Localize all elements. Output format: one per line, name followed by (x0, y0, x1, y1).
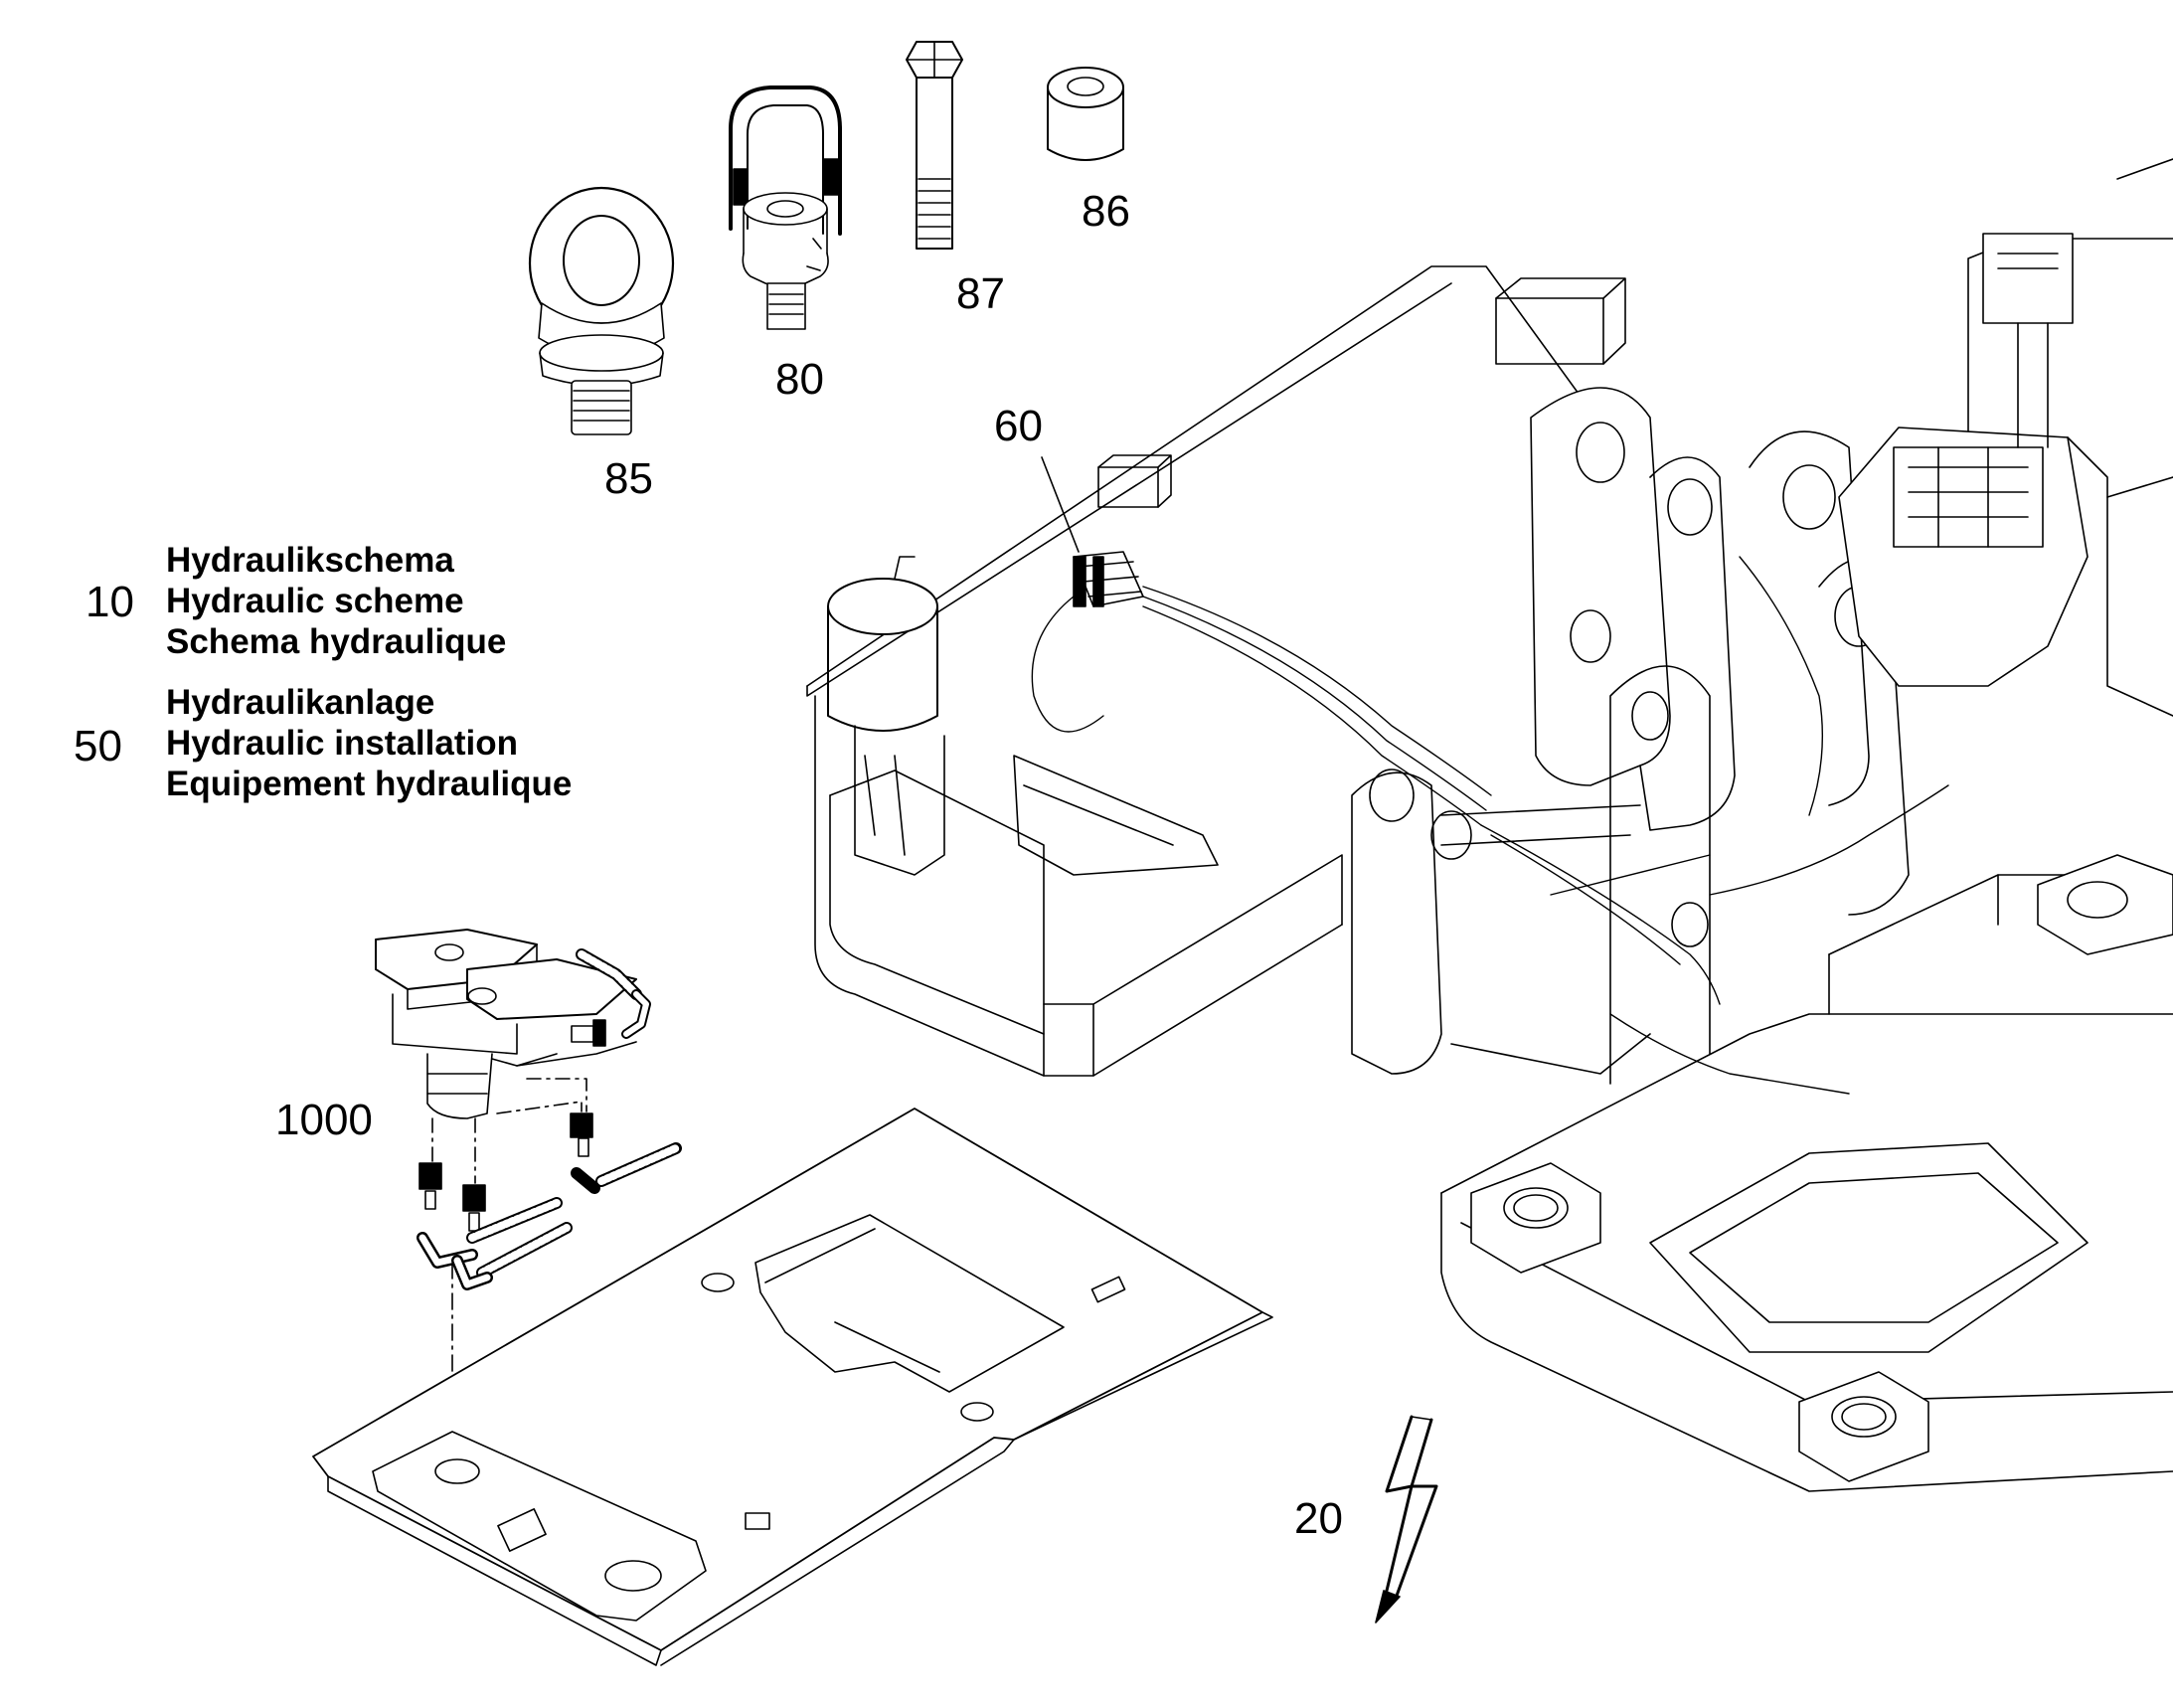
hub-bottom (1799, 1372, 1928, 1481)
legend-50-line-de: Hydraulikanlage (166, 683, 435, 722)
spacer-86 (1048, 68, 1123, 160)
frame-hoses (1032, 557, 1948, 1094)
floor-plate (313, 1109, 1272, 1665)
eye-bolt-85 (530, 188, 673, 434)
part-number-60: 60 (994, 402, 1043, 450)
part-number-80: 80 (775, 355, 824, 404)
part-number-85: 85 (604, 454, 653, 503)
main-frame (807, 159, 2173, 1491)
valve-bank-60 (1074, 552, 1143, 606)
leader-60 (1042, 457, 1079, 552)
control-valve-block (1894, 234, 2073, 547)
lightning-arrow-20 (1376, 1417, 1436, 1623)
legend-10-line-fr: Schema hydraulique (166, 622, 507, 661)
legend-number-50: 50 (74, 722, 122, 770)
hub-left (1471, 1163, 1600, 1273)
part-number-86: 86 (1082, 187, 1130, 236)
legend-10-line-en: Hydraulic scheme (166, 582, 464, 620)
hex-bolt-87 (907, 42, 962, 249)
pedal-assembly-1000 (376, 930, 676, 1452)
legend-10-line-de: Hydraulikschema (166, 541, 454, 580)
oil-tank (828, 557, 944, 875)
hub-top-right (2038, 855, 2173, 954)
part-number-1000: 1000 (275, 1096, 373, 1144)
legend-number-10: 10 (85, 578, 134, 626)
part-number-87: 87 (956, 269, 1005, 318)
swivel-ring-80 (731, 87, 840, 329)
legend-50-line-en: Hydraulic installation (166, 724, 518, 763)
legend-50-line-fr: Equipement hydraulique (166, 765, 573, 803)
part-number-20: 20 (1294, 1494, 1343, 1543)
